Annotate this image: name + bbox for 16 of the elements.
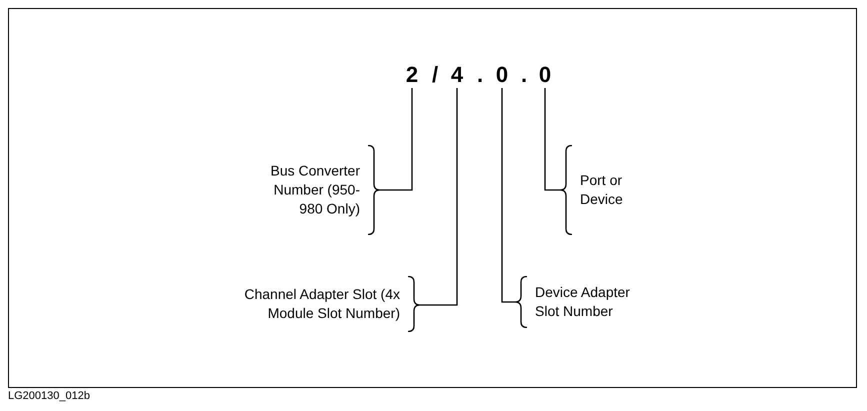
field-description: Port or Device [580,171,624,209]
leader-line [420,88,458,306]
address-separator: . [476,62,484,88]
address-separator: / [430,62,440,88]
figure-id: LG200130_012b [8,390,91,402]
address-digit: 4 [450,62,464,88]
leader-line [544,88,560,191]
field-description: Channel Adapter Slot (4x Module Slot Number) [243,285,400,323]
field-description: Bus Converter Number (950-980 Only) [270,162,360,218]
leader-line [380,88,413,191]
address-digit: 2 [405,62,419,88]
address-separator: . [520,62,528,88]
leader-line [501,88,515,303]
address-digit: 0 [538,62,552,88]
field-description: Device Adapter Slot Number [535,283,631,321]
address-digit: 0 [495,62,509,88]
